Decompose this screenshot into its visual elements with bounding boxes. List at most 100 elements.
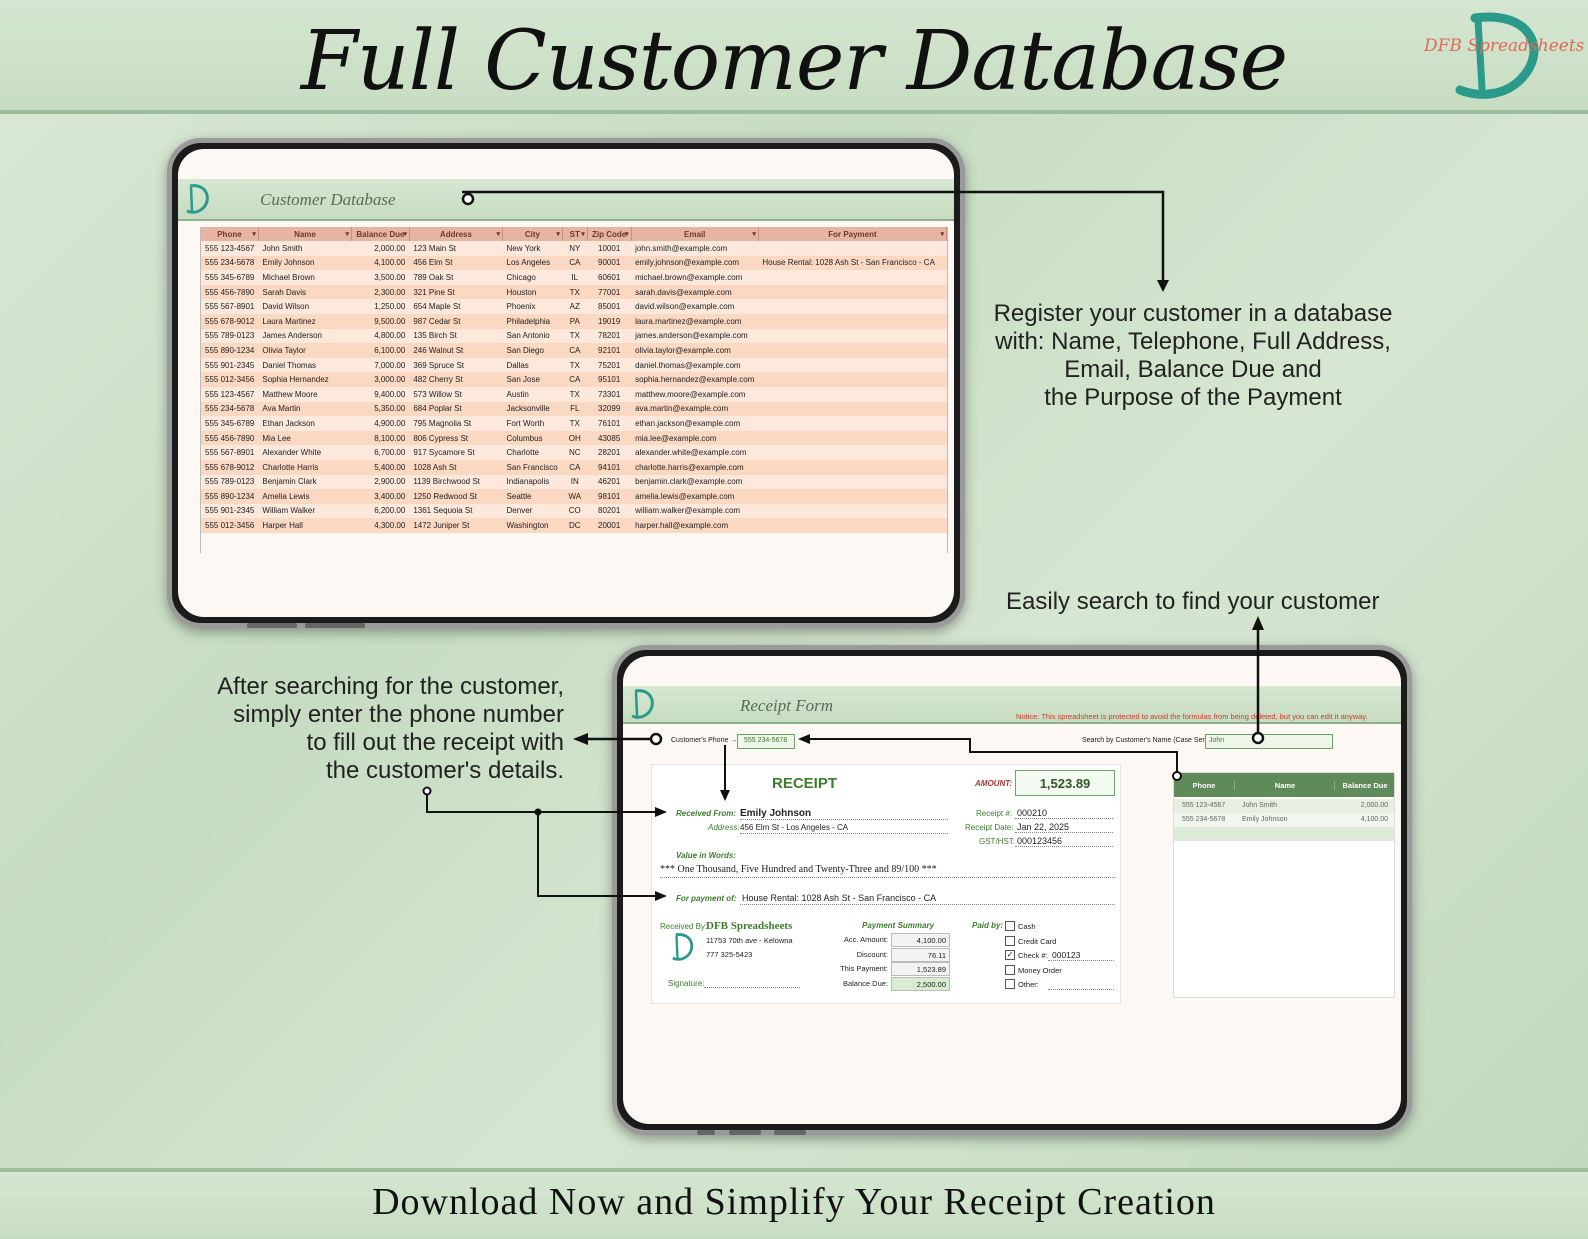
table-cell[interactable]: 4,800.00 xyxy=(351,328,410,344)
table-cell[interactable]: 555 345-6789 xyxy=(201,270,259,285)
table-cell[interactable]: 3,000.00 xyxy=(351,372,410,387)
table-cell[interactable]: TX xyxy=(562,416,588,431)
table-cell[interactable]: michael.brown@example.com xyxy=(631,270,759,285)
table-cell[interactable]: 10001 xyxy=(587,241,632,256)
search-name-input[interactable]: John xyxy=(1205,734,1333,749)
table-cell[interactable]: 95101 xyxy=(587,372,632,387)
table-cell[interactable]: ethan.jackson@example.com xyxy=(631,416,759,431)
filter-dropdown-icon[interactable]: ▾ xyxy=(252,231,256,238)
table-cell[interactable] xyxy=(758,357,947,373)
signature-line[interactable] xyxy=(704,987,800,988)
table-cell[interactable]: 75201 xyxy=(587,357,632,373)
table-cell[interactable]: Laura Martinez xyxy=(258,313,352,329)
table-cell[interactable]: Sophia Hernandez xyxy=(258,372,352,387)
table-cell[interactable]: sarah.davis@example.com xyxy=(631,284,759,300)
table-cell[interactable]: Washington xyxy=(502,518,563,533)
table-cell[interactable]: 555 901-2345 xyxy=(201,503,259,519)
table-cell[interactable] xyxy=(758,401,947,417)
table-cell[interactable]: 555 567-8901 xyxy=(201,299,259,314)
table-cell[interactable]: Jacksonville xyxy=(502,401,563,417)
table-cell[interactable]: John Smith xyxy=(258,241,352,256)
table-cell[interactable]: CA xyxy=(562,255,588,271)
table-cell[interactable]: 2,300.00 xyxy=(351,284,410,300)
table-cell[interactable]: Daniel Thomas xyxy=(258,357,352,373)
table-cell[interactable]: 3,500.00 xyxy=(351,270,410,285)
table-cell[interactable]: 78201 xyxy=(587,328,632,344)
table-cell[interactable]: 654 Maple St xyxy=(409,299,503,314)
table-cell[interactable] xyxy=(758,503,947,519)
column-header[interactable]: For Payment▾ xyxy=(758,227,948,241)
table-cell[interactable]: ava.martin@example.com xyxy=(631,401,759,417)
table-cell[interactable]: sophia.hernandez@example.com xyxy=(631,372,759,387)
table-cell[interactable]: william.walker@example.com xyxy=(631,503,759,519)
table-cell[interactable]: Ethan Jackson xyxy=(258,416,352,431)
table-cell[interactable]: 19019 xyxy=(587,313,632,329)
table-cell[interactable]: WA xyxy=(562,489,588,504)
table-cell[interactable]: 555 345-6789 xyxy=(201,416,259,431)
table-cell[interactable]: john.smith@example.com xyxy=(631,241,759,256)
table-cell[interactable]: 456 Elm St xyxy=(409,255,503,271)
table-cell[interactable] xyxy=(758,430,947,446)
table-cell[interactable]: Olivia Taylor xyxy=(258,343,352,358)
table-cell[interactable]: Benjamin Clark xyxy=(258,474,352,490)
table-cell[interactable]: 1472 Juniper St xyxy=(409,518,503,533)
table-cell[interactable]: 90001 xyxy=(587,255,632,271)
table-cell[interactable]: CA xyxy=(562,372,588,387)
payment-method-checkbox[interactable]: ✓ xyxy=(1005,950,1015,960)
table-cell[interactable]: 77001 xyxy=(587,284,632,300)
table-cell[interactable]: CA xyxy=(562,459,588,475)
table-cell[interactable]: 92101 xyxy=(587,343,632,358)
table-cell[interactable]: House Rental: 1028 Ash St - San Francisc… xyxy=(758,255,947,271)
table-cell[interactable]: AZ xyxy=(562,299,588,314)
table-cell[interactable]: 46201 xyxy=(587,474,632,490)
table-cell[interactable]: Emily Johnson xyxy=(258,255,352,271)
table-cell[interactable]: 795 Magnolia St xyxy=(409,416,503,431)
table-cell[interactable]: 4,100.00 xyxy=(351,255,410,271)
table-cell[interactable]: 555 012-3456 xyxy=(201,372,259,387)
table-cell[interactable] xyxy=(758,328,947,344)
table-cell[interactable]: 987 Cedar St xyxy=(409,313,503,329)
table-cell[interactable] xyxy=(758,372,947,387)
table-cell[interactable]: 789 Oak St xyxy=(409,270,503,285)
filter-dropdown-icon[interactable]: ▾ xyxy=(940,231,944,238)
table-cell[interactable]: olivia.taylor@example.com xyxy=(631,343,759,358)
table-cell[interactable]: Phoenix xyxy=(502,299,563,314)
table-cell[interactable]: 1250 Redwood St xyxy=(409,489,503,504)
filter-dropdown-icon[interactable]: ▾ xyxy=(581,231,585,238)
payment-method-checkbox[interactable] xyxy=(1005,935,1015,946)
table-cell[interactable]: 32099 xyxy=(587,401,632,417)
table-cell[interactable]: 555 234-5678 xyxy=(201,401,259,417)
table-cell[interactable]: harper.hall@example.com xyxy=(631,518,759,533)
table-cell[interactable]: 6,700.00 xyxy=(351,445,410,460)
table-cell[interactable]: james.anderson@example.com xyxy=(631,328,759,344)
table-cell[interactable]: 555 890-1234 xyxy=(201,489,259,504)
table-cell[interactable]: daniel.thomas@example.com xyxy=(631,357,759,373)
table-cell[interactable]: 555 123-4567 xyxy=(201,241,259,256)
table-cell[interactable]: mia.lee@example.com xyxy=(631,430,759,446)
table-cell[interactable]: Sarah Davis xyxy=(258,284,352,300)
table-cell[interactable] xyxy=(758,270,947,285)
table-cell[interactable]: matthew.moore@example.com xyxy=(631,386,759,402)
table-cell[interactable]: 555 012-3456 xyxy=(201,518,259,533)
table-cell[interactable]: Houston xyxy=(502,284,563,300)
table-cell[interactable]: IL xyxy=(562,270,588,285)
table-cell[interactable]: 555 123-4567 xyxy=(201,386,259,402)
table-cell[interactable]: TX xyxy=(562,328,588,344)
table-cell[interactable]: 573 Willow St xyxy=(409,386,503,402)
table-cell[interactable]: Dallas xyxy=(502,357,563,373)
table-cell[interactable]: david.wilson@example.com xyxy=(631,299,759,314)
filter-dropdown-icon[interactable]: ▾ xyxy=(403,231,407,238)
table-cell[interactable]: emily.johnson@example.com xyxy=(631,255,759,271)
table-cell[interactable]: Chicago xyxy=(502,270,563,285)
